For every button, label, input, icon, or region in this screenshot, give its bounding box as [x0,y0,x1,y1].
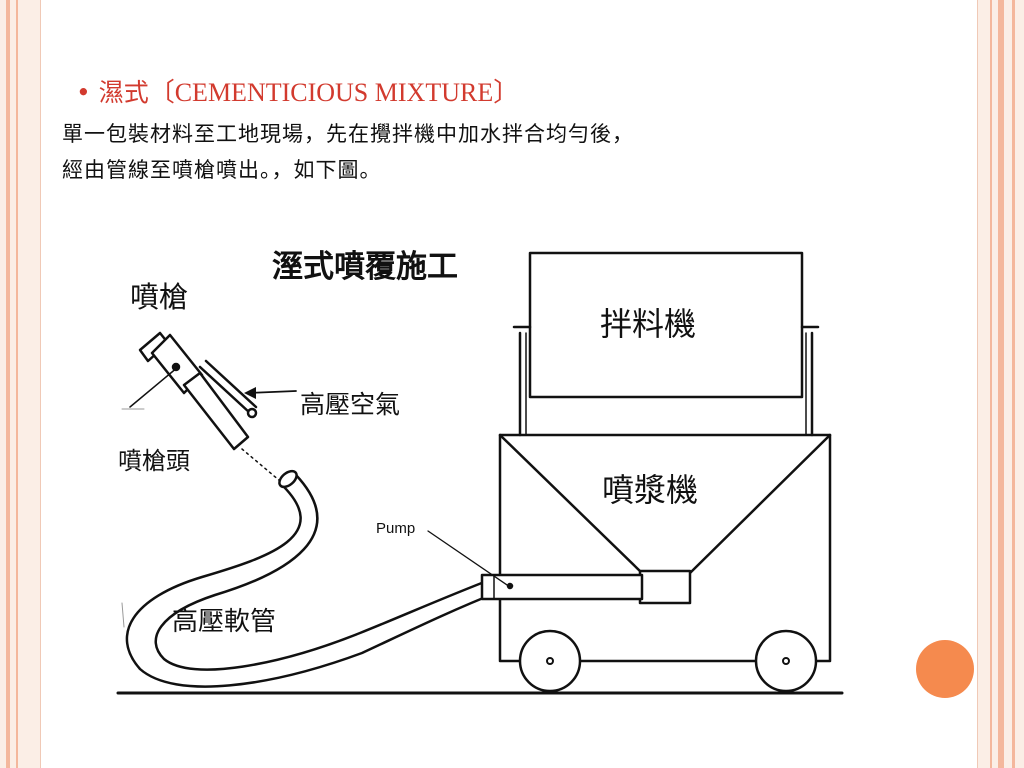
rear-wheel [754,629,818,693]
label-spray-gun: 噴槍 [130,280,188,314]
body-text-line-1: 單一包裝材料至工地現場，先在攪拌機中加水拌合均勻後， [62,122,634,146]
front-wheel [518,629,582,693]
body-text-line-2: 經由管線至噴槍噴出。，如下圖。 [62,158,382,182]
orange-circle-decoration [916,640,974,698]
left-stripe-outer [6,0,10,768]
pump-pointer [427,530,511,588]
label-high-pressure-air: 高壓空氣 [300,390,400,419]
arrow-head [244,387,256,399]
wheels [518,629,818,693]
right-stripe-edge [1012,0,1015,768]
label-grout-machine: 噴漿機 [602,471,698,509]
mixer [512,251,820,437]
heading-latin: 〔CEMENTICIOUS MIXTURE〕 [148,78,520,107]
label-mixer: 拌料機 [600,305,696,343]
right-stripe-inner [990,0,992,768]
spray-gun-pointer [129,366,179,408]
right-stripe-outer [998,0,1004,768]
spray-mist [241,448,281,482]
spray-gun-icon [138,331,258,451]
grout-machine [480,433,832,663]
bullet-symbol: • [76,78,91,107]
hose [125,469,500,688]
heading-cjk: 濕式 [98,78,149,107]
label-high-pressure-hose: 高壓軟管 [172,607,276,637]
label-spray-gun-head: 噴槍頭 [118,447,190,475]
pump-marker [506,582,514,590]
figure-title: 溼式噴覆施工 [272,249,458,285]
wet-spray-diagram: 溼式噴覆施工 噴槍 噴槍頭 高壓空氣 高壓軟管 Pump 拌料機 噴漿機 [116,249,844,695]
left-stripe-inner [16,0,18,768]
label-pump: Pump [376,520,415,537]
bullet-heading: • 濕式〔CEMENTICIOUS MIXTURE〕 [76,72,519,109]
